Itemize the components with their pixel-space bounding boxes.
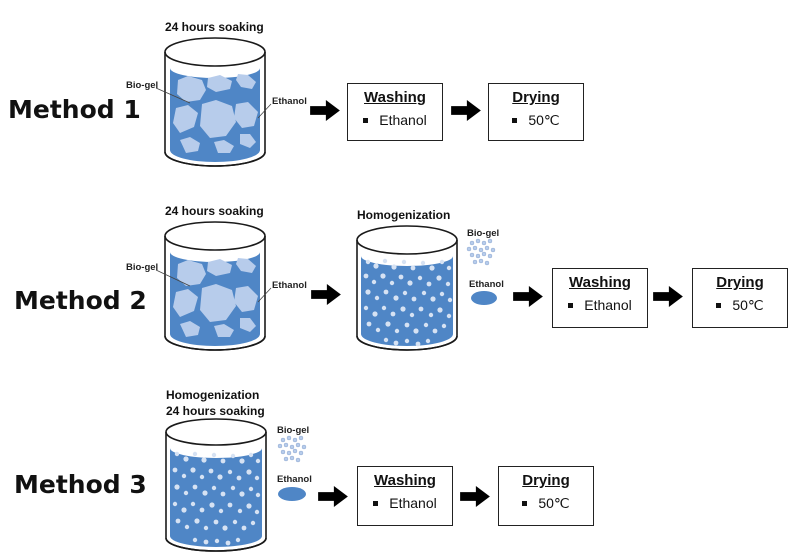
washing-item: Ethanol: [358, 495, 452, 511]
method-1-drying-box: Drying 50℃: [488, 83, 584, 141]
method-1-ethanol-label: Ethanol: [272, 96, 307, 107]
method-1-soak-caption: 24 hours soaking: [165, 20, 264, 34]
right-arrow-icon: [318, 486, 348, 507]
method-2-drying-box: Drying 50℃: [692, 268, 788, 328]
right-arrow-icon: [513, 286, 543, 307]
drying-title: Drying: [522, 472, 570, 489]
drying-item: 50℃: [499, 495, 593, 512]
right-arrow-icon: [311, 284, 341, 305]
method-3-label: Method 3: [14, 470, 147, 499]
method-2-particle-cluster-icon: [466, 238, 496, 266]
method-3-legend-ethanol-label: Ethanol: [277, 474, 312, 485]
bullet-icon: [512, 117, 518, 123]
right-arrow-icon: [653, 286, 683, 307]
washing-item: Ethanol: [553, 297, 647, 313]
method-1-biogel-label: Bio-gel: [126, 80, 159, 91]
method-2-homogenized-beaker-icon: [356, 225, 458, 351]
bullet-icon: [522, 500, 528, 506]
method-2-washing-box: Washing Ethanol: [552, 268, 648, 328]
method-3-washing-box: Washing Ethanol: [357, 466, 453, 526]
washing-item: Ethanol: [348, 112, 442, 128]
method-2-biogel-label: Bio-gel: [126, 262, 159, 273]
method-2-ethanol-label: Ethanol: [272, 280, 307, 291]
drying-title: Drying: [716, 274, 764, 291]
right-arrow-icon: [451, 100, 481, 121]
method-2-homogenization-caption: Homogenization: [357, 208, 451, 222]
method-2-label: Method 2: [14, 286, 147, 315]
method-3-particle-cluster-icon: [277, 435, 307, 463]
drying-item: 50℃: [489, 112, 583, 129]
method-1-label: Method 1: [8, 95, 141, 124]
bullet-icon: [568, 302, 574, 308]
right-arrow-icon: [460, 486, 490, 507]
method-2-legend-biogel-label: Bio-gel: [467, 228, 500, 239]
method-2-beaker-icon: [155, 221, 272, 351]
method-2-legend-ethanol-label: Ethanol: [469, 279, 504, 290]
method-1-washing-box: Washing Ethanol: [347, 83, 443, 141]
drying-item: 50℃: [693, 297, 787, 314]
method-3-soak-caption: 24 hours soaking: [166, 404, 265, 418]
method-3-drying-box: Drying 50℃: [498, 466, 594, 526]
bullet-icon: [716, 302, 722, 308]
method-3-ethanol-drop-icon: [278, 487, 306, 501]
method-1-beaker-icon: [155, 37, 272, 167]
method-3-homogenization-caption: Homogenization: [166, 388, 260, 402]
method-3-legend-biogel-label: Bio-gel: [277, 425, 310, 436]
method-2-soak-caption: 24 hours soaking: [165, 204, 264, 218]
method-2-ethanol-drop-icon: [471, 291, 497, 305]
method-3-beaker-icon: [165, 418, 267, 552]
washing-title: Washing: [364, 89, 426, 106]
drying-title: Drying: [512, 89, 560, 106]
bullet-icon: [373, 500, 379, 506]
washing-title: Washing: [374, 472, 436, 489]
bullet-icon: [363, 117, 369, 123]
right-arrow-icon: [310, 100, 340, 121]
washing-title: Washing: [569, 274, 631, 291]
